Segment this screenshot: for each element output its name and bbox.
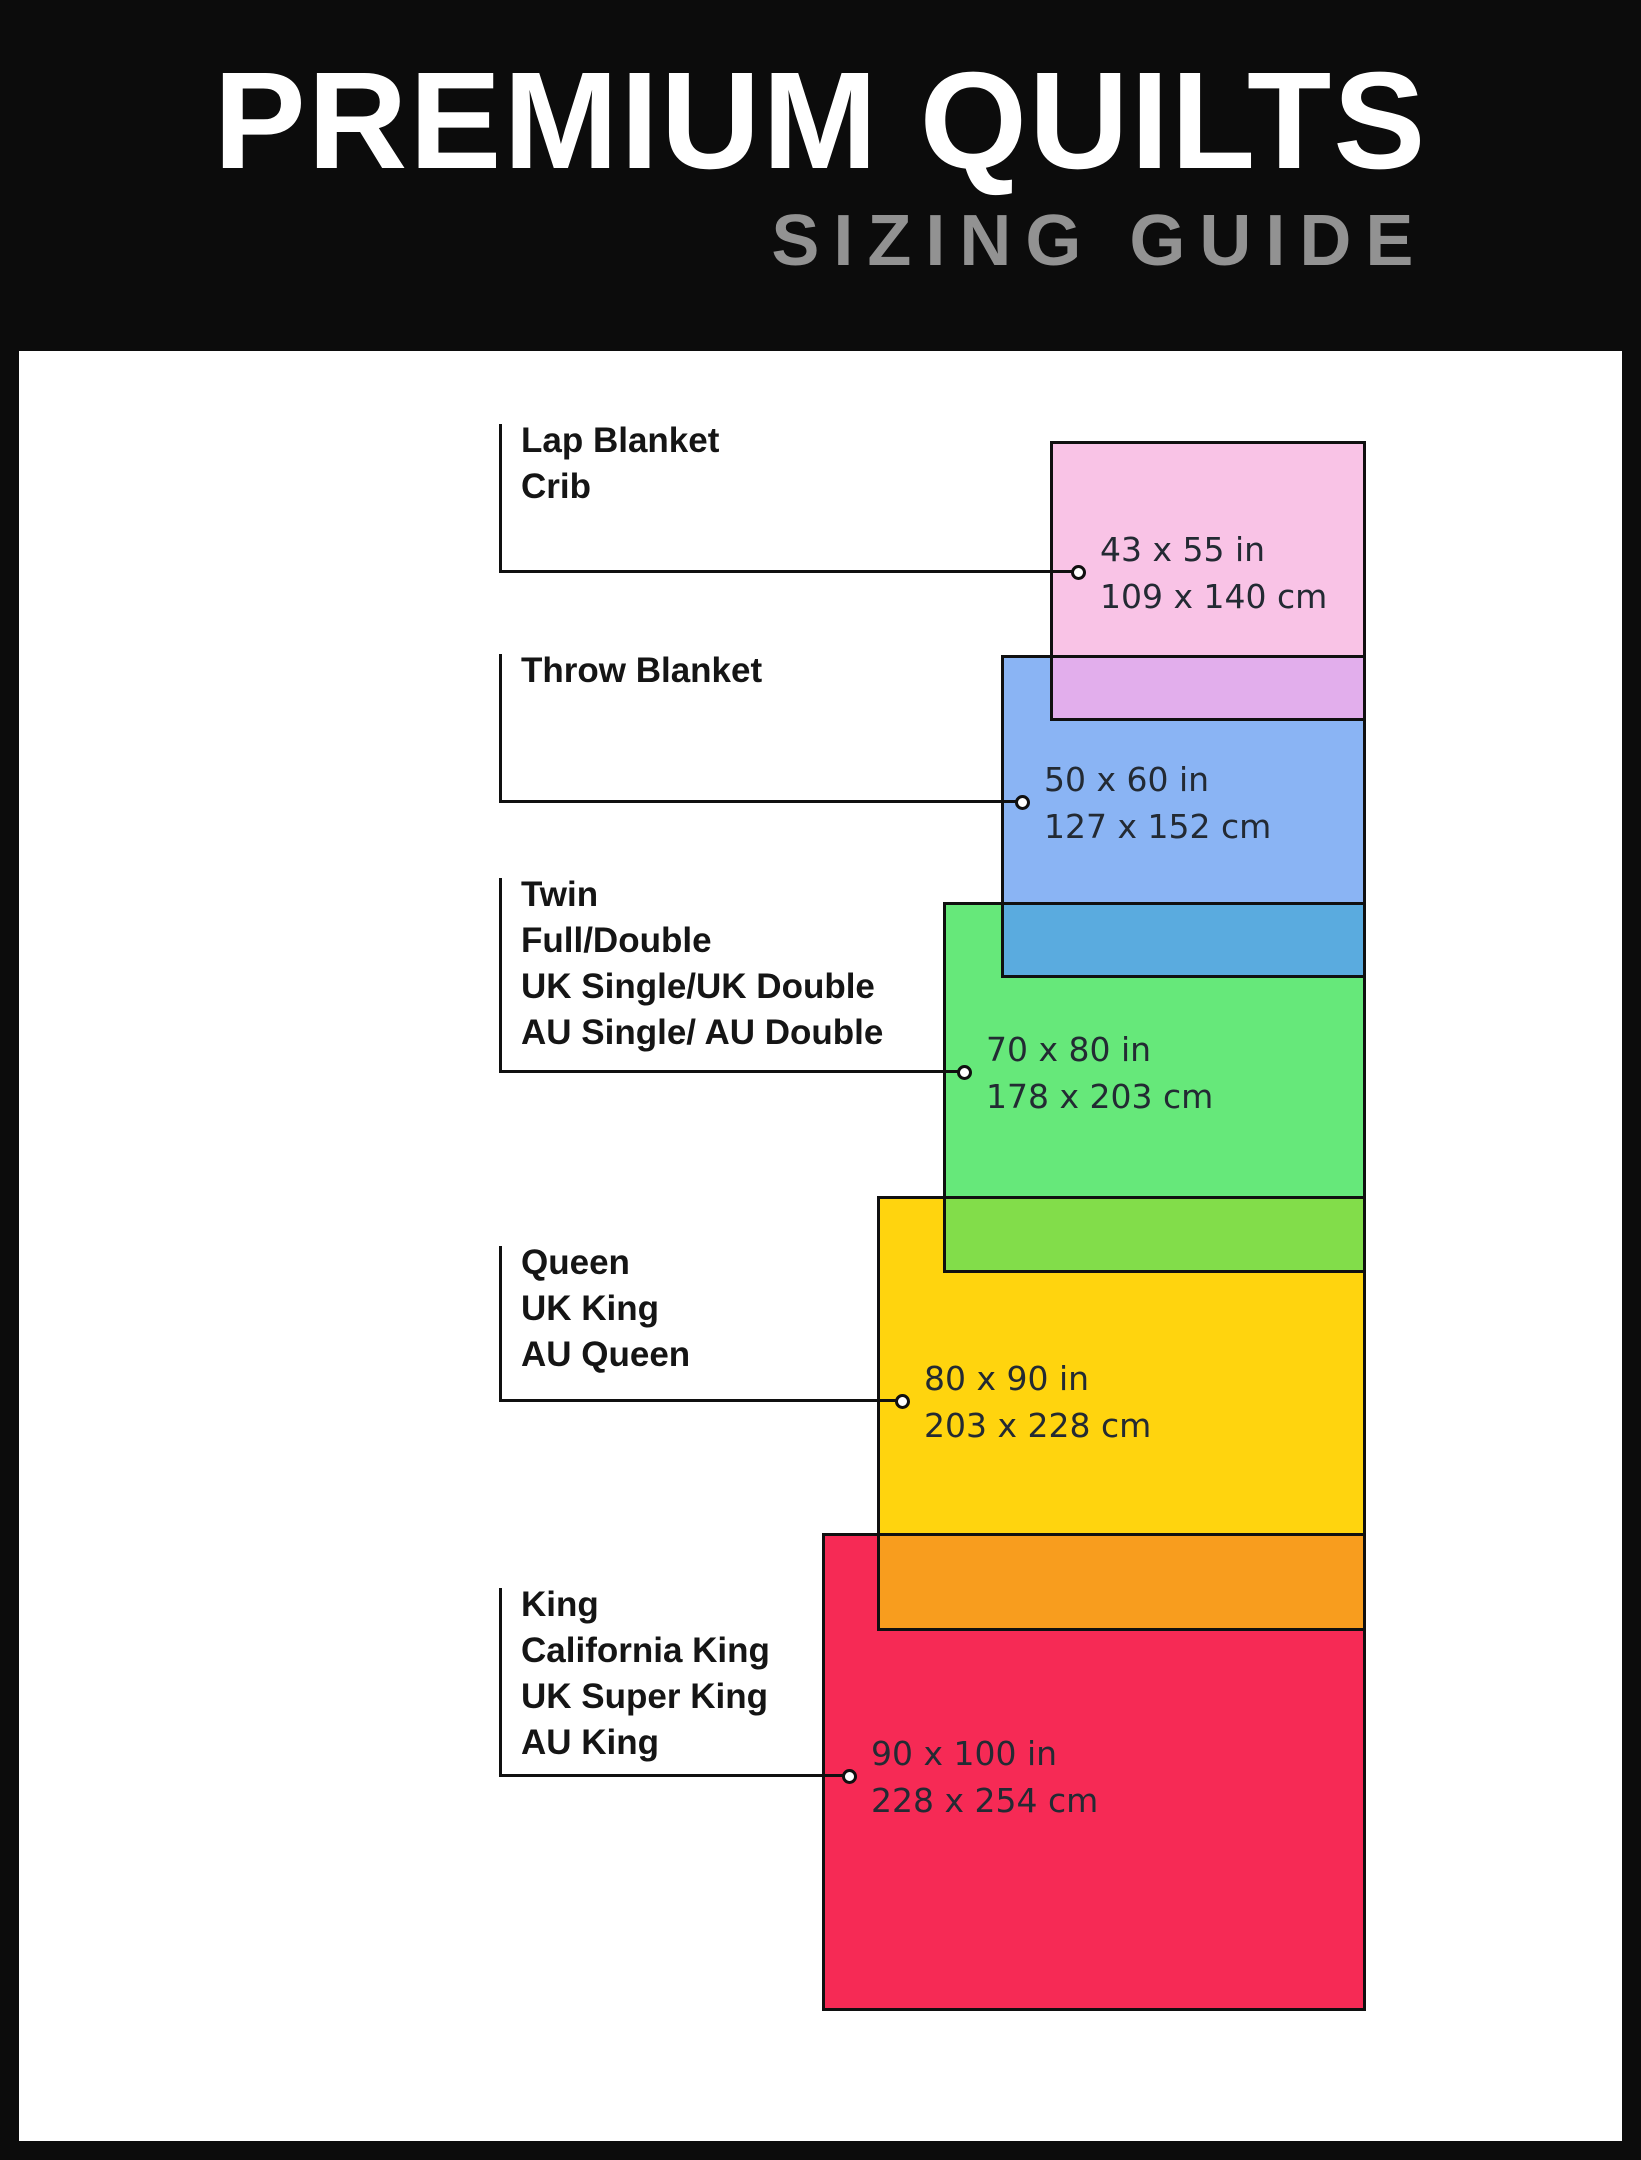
label-line: Crib (521, 467, 591, 506)
label-line: Queen (521, 1243, 630, 1282)
size-label-king: King California King UK Super King AU Ki… (521, 1582, 770, 1766)
dimensions-inches: 43 x 55 in (1100, 530, 1266, 569)
connector-dot (1071, 565, 1086, 580)
label-line: Throw Blanket (521, 651, 763, 690)
overlap-band-twin-queen (943, 1196, 1366, 1273)
title-wrap: PREMIUM QUILTS SIZING GUIDE (213, 44, 1428, 282)
header: PREMIUM QUILTS SIZING GUIDE (0, 44, 1641, 282)
dimensions-king: 90 x 100 in 228 x 254 cm (871, 1730, 1098, 1824)
connector-hline (499, 570, 1078, 573)
dimensions-inches: 50 x 60 in (1044, 760, 1210, 799)
label-line: AU Queen (521, 1335, 691, 1374)
connector-vline (499, 654, 502, 803)
overlap-band-lap-throw (1050, 655, 1366, 721)
label-line: California King (521, 1631, 770, 1670)
overlap-band-queen-king (877, 1533, 1366, 1631)
dimensions-cm: 127 x 152 cm (1044, 807, 1272, 846)
connector-hline (499, 800, 1022, 803)
label-line: UK King (521, 1289, 660, 1328)
dimensions-inches: 90 x 100 in (871, 1734, 1058, 1773)
label-line: King (521, 1585, 599, 1624)
connector-vline (499, 1246, 502, 1402)
size-label-queen: Queen UK King AU Queen (521, 1240, 690, 1378)
dimensions-cm: 178 x 203 cm (986, 1077, 1214, 1116)
size-label-lap-crib: Lap Blanket Crib (521, 418, 719, 510)
dimensions-queen: 80 x 90 in 203 x 228 cm (924, 1355, 1151, 1449)
dimensions-cm: 109 x 140 cm (1100, 577, 1328, 616)
label-line: UK Super King (521, 1677, 768, 1716)
label-line: Twin (521, 875, 599, 914)
size-label-throw: Throw Blanket (521, 648, 762, 694)
dimensions-lap-crib: 43 x 55 in 109 x 140 cm (1100, 526, 1327, 620)
page-subtitle: SIZING GUIDE (771, 200, 1428, 281)
connector-dot (957, 1065, 972, 1080)
dimensions-inches: 80 x 90 in (924, 1359, 1090, 1398)
connector-vline (499, 878, 502, 1073)
dimensions-cm: 228 x 254 cm (871, 1781, 1099, 1820)
dimensions-cm: 203 x 228 cm (924, 1406, 1152, 1445)
connector-vline (499, 424, 502, 573)
size-label-twin: Twin Full/Double UK Single/UK Double AU … (521, 872, 883, 1056)
connector-dot (895, 1394, 910, 1409)
label-line: AU King (521, 1723, 660, 1762)
connector-dot (1015, 795, 1030, 810)
overlap-band-throw-twin (1001, 902, 1366, 978)
label-line: AU Single/ AU Double (521, 1013, 884, 1052)
connector-hline (499, 1774, 849, 1777)
dimensions-throw: 50 x 60 in 127 x 152 cm (1044, 756, 1271, 850)
dimensions-inches: 70 x 80 in (986, 1030, 1152, 1069)
connector-hline (499, 1399, 902, 1402)
content-panel (19, 351, 1622, 2141)
dimensions-twin: 70 x 80 in 178 x 203 cm (986, 1026, 1213, 1120)
connector-hline (499, 1070, 964, 1073)
page-title: PREMIUM QUILTS (213, 44, 1428, 198)
connector-vline (499, 1588, 502, 1777)
label-line: Full/Double (521, 921, 712, 960)
label-line: UK Single/UK Double (521, 967, 875, 1006)
connector-dot (842, 1769, 857, 1784)
label-line: Lap Blanket (521, 421, 720, 460)
